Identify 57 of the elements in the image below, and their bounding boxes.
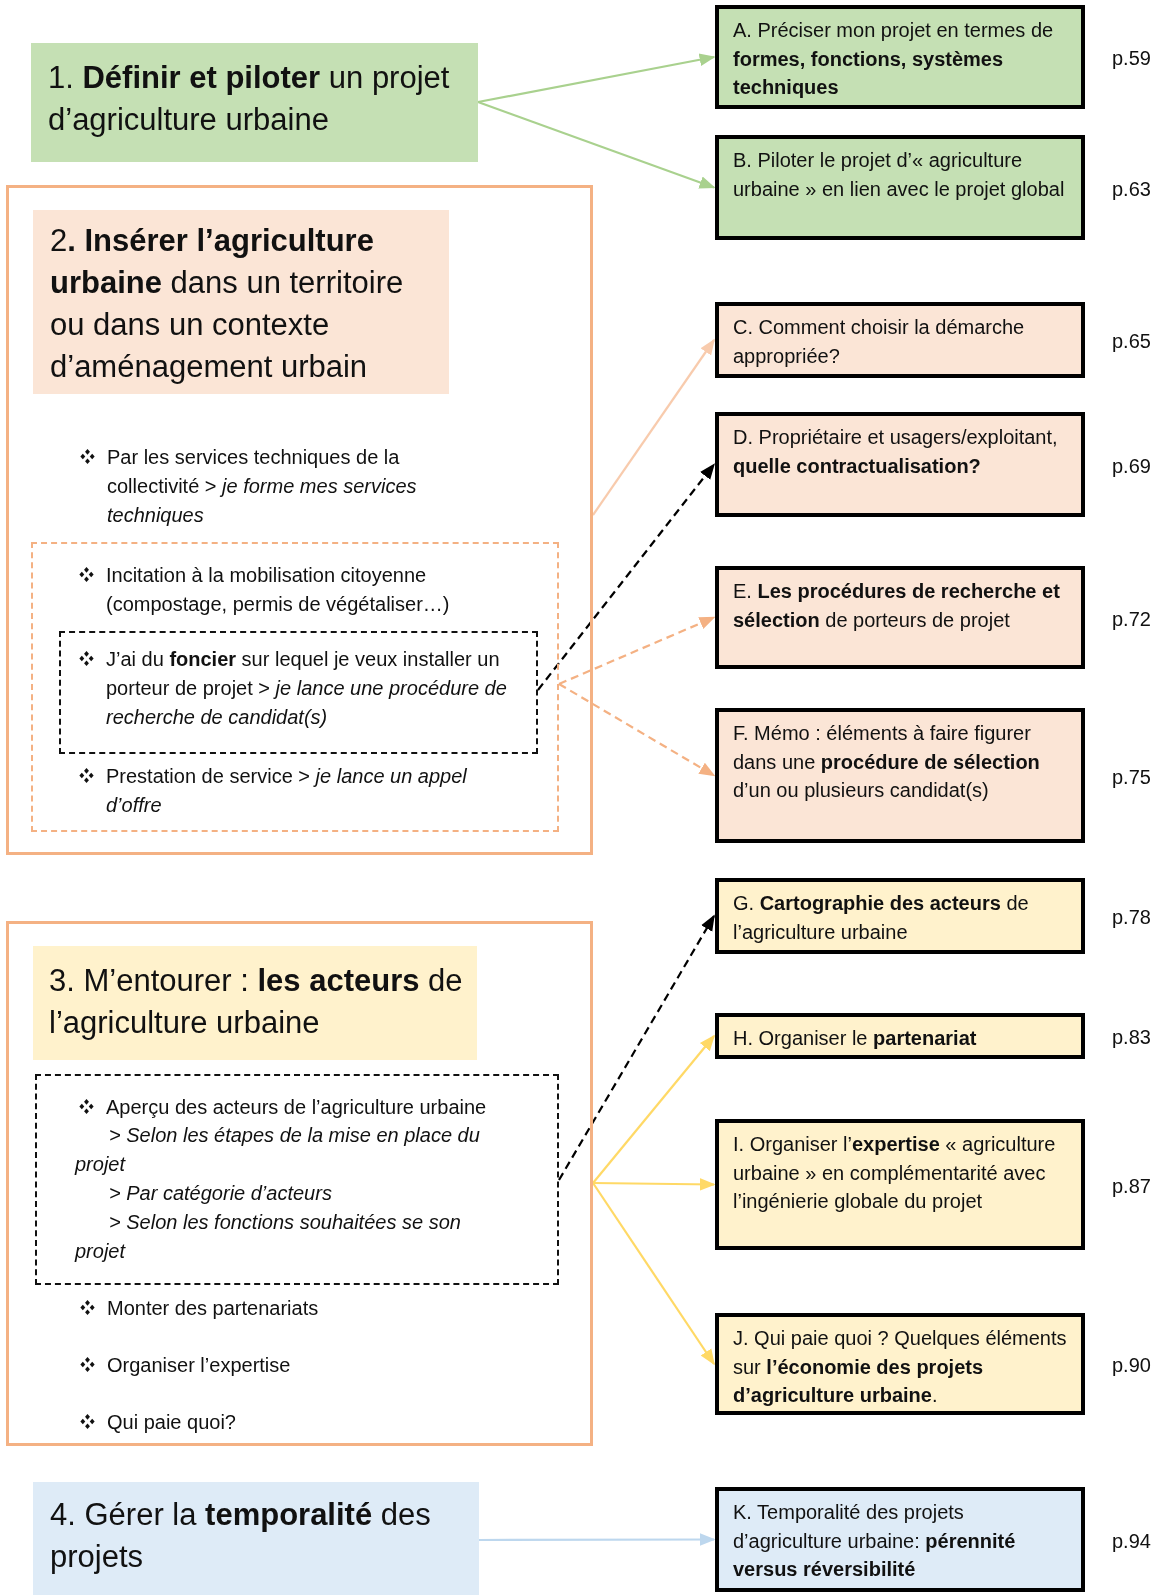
arrow	[593, 1177, 716, 1191]
arrow	[592, 1034, 715, 1184]
arrow	[592, 338, 715, 516]
chapter-title: F. Mémo : éléments à faire figurer dans une procédure de sélection d’un ou plusieurs candidat(s)	[733, 721, 1041, 803]
section-frame	[6, 185, 593, 855]
arrow	[537, 463, 715, 691]
section-box	[33, 1482, 479, 1595]
chapter-title: D. Propriétaire et usagers/exploitant, quelle contractualisation?	[733, 425, 1059, 479]
page-reference: p.94	[1112, 1528, 1151, 1553]
chapter-title: K. Temporalité des projets d’agriculture urbaine: pérennité versus réversibilité	[733, 1500, 1017, 1582]
page-reference: p.65	[1112, 329, 1151, 353]
chapter-title: I. Organiser l’expertise « agriculture urbaine » en complémentarité avec l’ingénierie globale du projet	[733, 1132, 1057, 1214]
chapter-title: A. Préciser mon projet en termes de formes, fonctions, systèmes techniques	[733, 18, 1055, 100]
arrow	[592, 1182, 715, 1366]
sub-item-text: > Selon les fonctions souhaitées se son projet	[75, 1210, 462, 1264]
bullet-text: Qui paie quoi?	[107, 1410, 237, 1435]
page-reference: p.69	[1112, 453, 1151, 478]
sub-item-text: > Selon les étapes de la mise en place du projet	[75, 1123, 481, 1177]
section-title: 4. Gérer la temporalité des projets	[50, 1496, 432, 1576]
bullet-text: Prestation de service > je lance un appel d’offre	[106, 764, 468, 818]
section-title: 3. M’entourer : les acteurs de l’agriculture urbaine	[49, 962, 464, 1042]
section-frame	[6, 921, 593, 1446]
arrow	[477, 53, 716, 104]
chapter-title: E. Les procédures de recherche et sélection de porteurs de projet	[733, 579, 1061, 633]
chapter-title: J. Qui paie quoi ? Quelques éléments sur l’économie des projets d’agriculture urbaine.	[733, 1326, 1068, 1408]
chapter-title: B. Piloter le projet d’« agriculture urbaine » en lien avec le projet global	[733, 148, 1066, 202]
page-reference: p.72	[1112, 606, 1151, 631]
arrow	[558, 914, 715, 1181]
sub-item-text: > Par catégorie d’acteurs	[108, 1181, 333, 1206]
page-reference: p.87	[1112, 1173, 1151, 1198]
bullet-text: Incitation à la mobilisation citoyenne (compostage, permis de végétaliser…)	[106, 563, 451, 617]
page-reference: p.83	[1112, 1025, 1151, 1049]
dashed-group-box	[31, 542, 559, 832]
bullet-text: Aperçu des acteurs de l’agriculture urbaine	[106, 1095, 488, 1120]
bullet-text: Par les services techniques de la collectivité > je forme mes services techniques	[107, 445, 418, 528]
section-title: 2. Insérer l’agriculture urbaine dans un territoire ou dans un contexte d’aménagement urbain	[50, 222, 405, 386]
bullet-text: Organiser l’expertise	[107, 1353, 292, 1378]
bullet-text: Monter des partenariats	[107, 1296, 320, 1321]
page-reference: p.59	[1112, 46, 1151, 70]
dashed-group-box	[59, 631, 538, 754]
section-title: 1. Définir et piloter un projet d’agriculture urbaine	[48, 59, 451, 139]
chapter-title: H. Organiser le partenariat	[733, 1026, 978, 1051]
bullet-text: J’ai du foncier sur lequel je veux installer un porteur de projet > je lance une procédure de recherche de candidat(s)	[106, 647, 508, 730]
section-box	[33, 946, 477, 1060]
chapter-title: G. Cartographie des acteurs de l’agriculture urbaine	[733, 891, 1030, 945]
dashed-group-box	[35, 1074, 559, 1285]
page-reference: p.63	[1112, 176, 1151, 201]
arrow	[558, 616, 716, 685]
chapter-title: C. Comment choisir la démarche appropriée?	[733, 315, 1026, 369]
page-reference: p.75	[1112, 764, 1151, 789]
arrow	[477, 100, 716, 189]
page-reference: p.78	[1112, 905, 1151, 929]
section-box	[31, 43, 478, 162]
section-box	[33, 210, 449, 394]
arrow	[479, 1533, 716, 1546]
arrow	[558, 683, 716, 777]
page-reference: p.90	[1112, 1353, 1151, 1377]
